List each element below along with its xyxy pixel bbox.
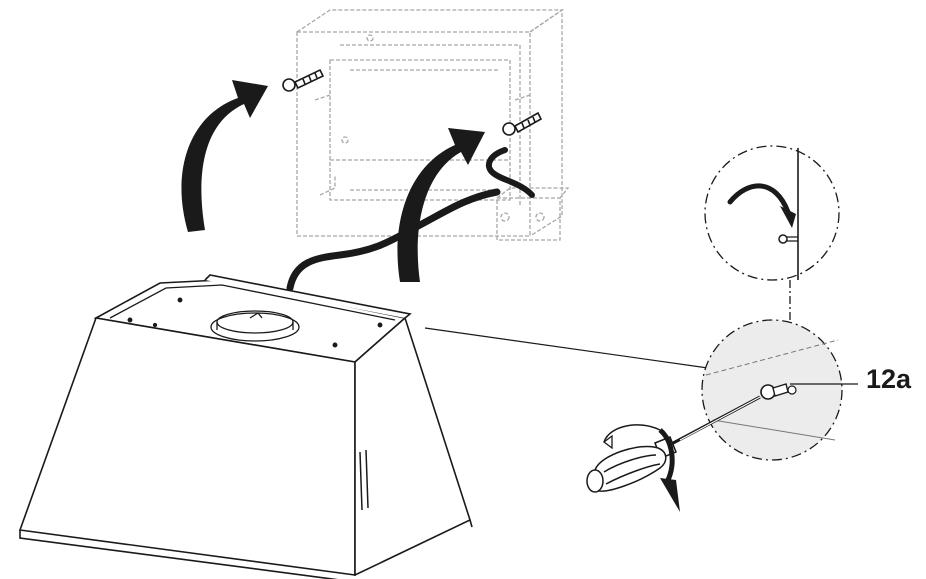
leader-line: [424, 327, 709, 369]
side-vent: [359, 449, 369, 511]
duct-collar: [210, 312, 300, 342]
detail-circle-lower: [701, 319, 843, 461]
cable-end: [485, 147, 535, 198]
range-hood: [18, 274, 473, 579]
power-cable: [286, 188, 501, 292]
part-callout-label: 12a: [866, 364, 912, 394]
curved-arrow-icon: [181, 80, 485, 282]
rotate-arrow-icon: [602, 424, 680, 512]
hood-top-details: [109, 284, 396, 348]
detail-circle-upper: [704, 145, 840, 281]
screw-left: [282, 68, 325, 92]
curved-arrow-icon: [727, 183, 791, 215]
screw-right: [502, 111, 543, 136]
